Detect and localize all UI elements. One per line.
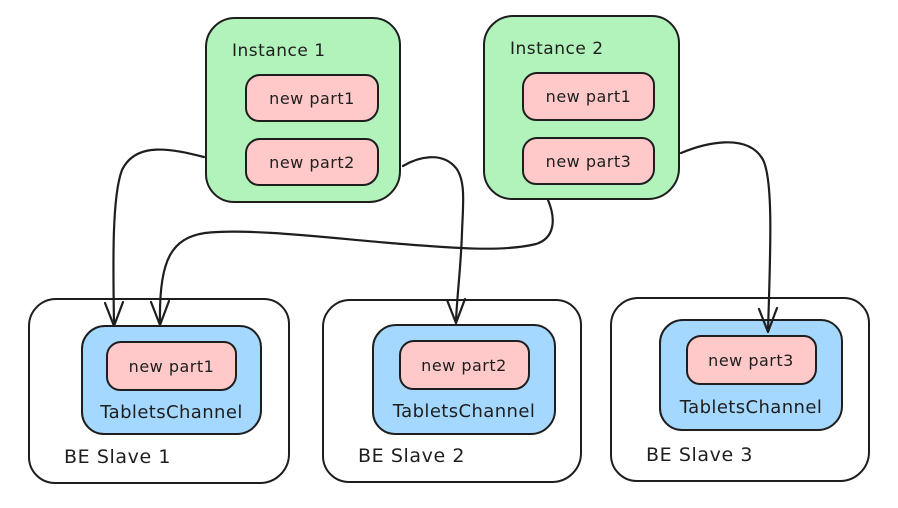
instance-2-part-2: new part3 — [522, 137, 655, 185]
be-slave-2-box: new part2 TabletsChannel BE Slave 2 — [322, 299, 582, 483]
instance-1-part-2: new part2 — [245, 138, 379, 186]
be-slave-2-part: new part2 — [398, 340, 530, 390]
be-slave-2-label: BE Slave 2 — [358, 445, 466, 467]
instance-2-box: Instance 2 new part1 new part3 — [483, 15, 680, 200]
be-slave-1-part: new part1 — [106, 341, 237, 391]
be-slave-3-box: new part3 TabletsChannel BE Slave 3 — [610, 297, 870, 482]
instance-2-label: Instance 2 — [510, 39, 604, 59]
arrow-instance1-to-slave2 — [401, 156, 465, 323]
be-slave-3-channel-label: TabletsChannel — [679, 396, 823, 418]
be-slave-1-tablets-channel: new part1 TabletsChannel — [81, 325, 262, 435]
be-slave-3-label: BE Slave 3 — [646, 444, 754, 466]
be-slave-1-channel-label: TabletsChannel — [100, 401, 243, 423]
instance-1-part-1: new part1 — [245, 74, 379, 122]
be-slave-2-tablets-channel: new part2 TabletsChannel — [372, 324, 556, 435]
instance-2-part-1: new part1 — [522, 72, 655, 121]
instance-1-label: Instance 1 — [232, 41, 326, 61]
be-slave-1-label: BE Slave 1 — [64, 446, 172, 468]
be-slave-3-tablets-channel: new part3 TabletsChannel — [659, 319, 843, 431]
be-slave-3-part: new part3 — [685, 335, 817, 385]
be-slave-2-channel-label: TabletsChannel — [392, 401, 536, 422]
instance-1-box: Instance 1 new part1 new part2 — [205, 17, 401, 203]
be-slave-1-box: new part1 TabletsChannel BE Slave 1 — [28, 298, 290, 484]
